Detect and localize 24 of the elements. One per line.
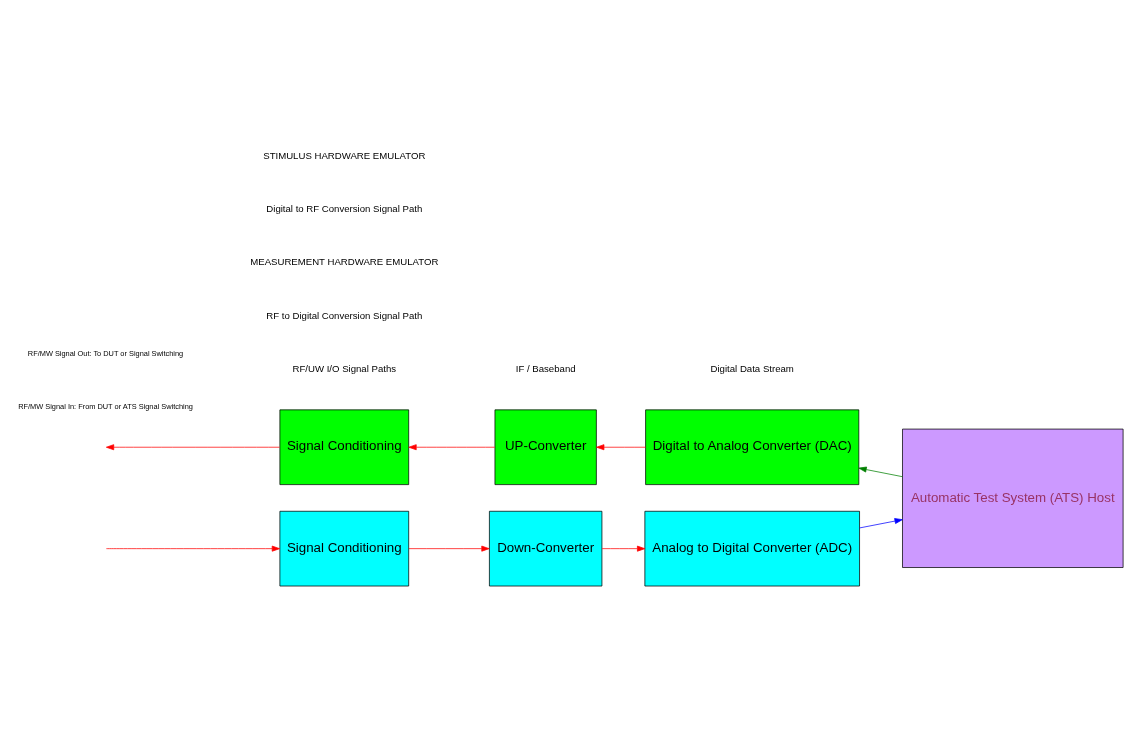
arrow [408, 545, 490, 552]
node-box: UP-Converter [494, 409, 597, 485]
arrow [408, 444, 496, 451]
node-box: Analog to Digital Converter (ADC) [644, 510, 860, 587]
arrow [105, 444, 280, 451]
label: Digital to RF Conversion Signal Path [266, 203, 423, 215]
node-box: Signal Conditioning [279, 510, 410, 587]
label: RF/UW I/O Signal Paths [292, 363, 397, 375]
label: RF to Digital Conversion Signal Path [266, 309, 423, 321]
label: Digital Data Stream [710, 363, 794, 375]
label: RF/MW Signal Out: To DUT or Signal Switching [27, 348, 184, 358]
arrow [601, 545, 646, 552]
label: IF / Baseband [515, 363, 576, 375]
node-box: Digital to Analog Converter (DAC) [645, 409, 860, 485]
node-box: Down-Converter [489, 510, 603, 587]
arrow [596, 444, 646, 451]
node-box: Automatic Test System (ATS) Host [902, 428, 1124, 568]
arrow [859, 518, 903, 529]
arrow [858, 466, 903, 478]
label: MEASUREMENT HARDWARE EMULATOR [250, 256, 439, 268]
label: RF/MW Signal In: From DUT or ATS Signal Switching [18, 402, 193, 412]
arrow [105, 545, 280, 552]
node-box: Signal Conditioning [279, 409, 410, 485]
label: STIMULUS HARDWARE EMULATOR [263, 149, 426, 161]
